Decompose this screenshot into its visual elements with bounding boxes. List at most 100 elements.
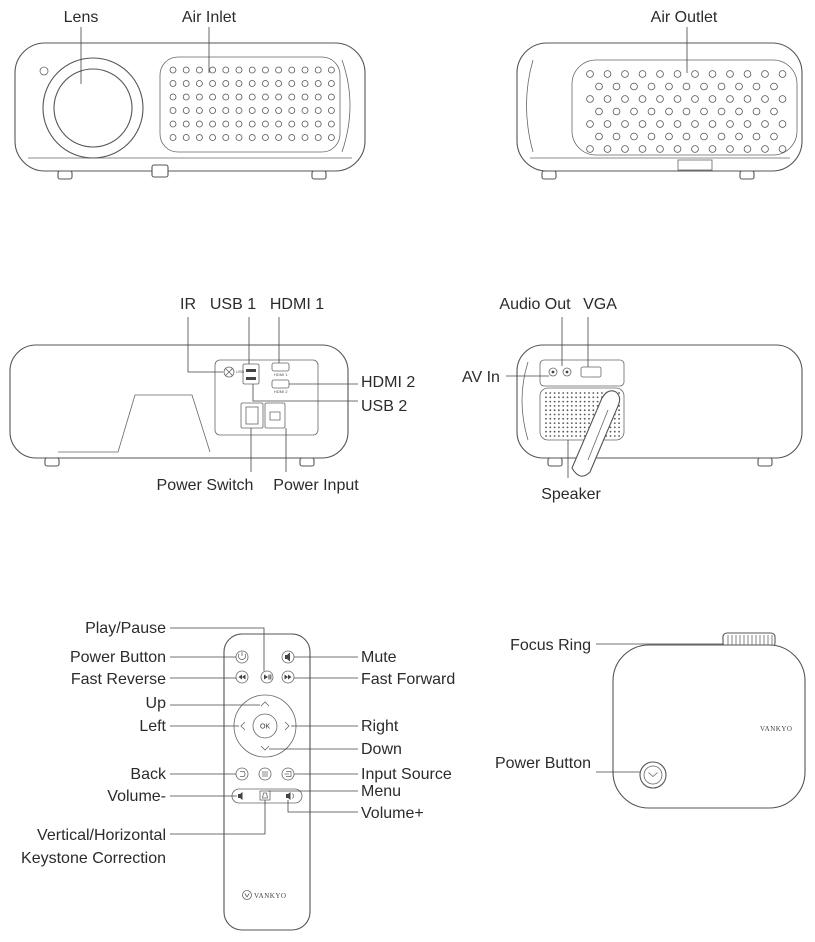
up-arrow-icon[interactable] — [260, 701, 270, 707]
speaker-hole — [618, 422, 620, 424]
vent-hole — [708, 95, 717, 103]
audio-out-jack — [562, 367, 572, 377]
speaker-hole — [588, 405, 590, 407]
ir-receiver-mark — [225, 368, 233, 376]
speaker-hole — [549, 405, 552, 407]
vent-hole — [691, 120, 699, 128]
label-mute: Mute — [361, 649, 397, 666]
vent-hole — [209, 66, 217, 74]
vent-hole — [301, 80, 309, 87]
label-volume-plus: Volume+ — [361, 805, 424, 822]
speaker-hole — [545, 430, 547, 433]
vent-hole — [169, 93, 177, 101]
vent-hole — [647, 82, 656, 91]
rear-foot-right — [299, 457, 315, 467]
speaker-hole — [549, 435, 552, 437]
usb-port-2-slot — [246, 377, 256, 380]
av-in-jack-hole — [551, 370, 555, 374]
vent-hole — [743, 120, 752, 128]
vent-hole — [630, 82, 638, 91]
vent-hole — [595, 107, 603, 116]
speaker-hole — [588, 396, 590, 399]
vent-hole — [630, 107, 638, 116]
vent-hole — [647, 132, 656, 141]
vent-hole — [248, 80, 256, 87]
vga-port — [580, 366, 602, 378]
left-arrow-icon[interactable] — [240, 721, 246, 731]
speaker-hole — [558, 435, 560, 437]
speaker-hole — [583, 400, 586, 403]
speaker-hole — [553, 413, 556, 416]
label-power-switch: Power Switch — [157, 477, 254, 494]
side-foot-left — [541, 170, 557, 180]
front-ir-sensor — [39, 66, 49, 76]
speaker-hole — [583, 413, 586, 416]
fast-reverse-glyph — [238, 674, 246, 680]
label-hdmi2: HDMI 2 — [361, 374, 415, 391]
vent-hole — [586, 120, 594, 128]
speaker-hole — [579, 392, 582, 394]
play-glyph — [264, 674, 268, 680]
speaker-hole — [583, 392, 586, 394]
volume-minus-icon[interactable] — [238, 792, 243, 800]
vent-hole — [275, 120, 283, 128]
right-arrow-icon[interactable] — [284, 721, 290, 731]
vent-hole — [327, 120, 335, 128]
speaker-hole — [570, 435, 573, 437]
speaker-hole — [613, 435, 616, 437]
speaker-hole — [545, 405, 547, 407]
ok-button[interactable] — [252, 713, 278, 739]
speaker-hole — [558, 430, 560, 433]
speaker-hole — [558, 409, 560, 412]
label-air-inlet: Air Inlet — [182, 9, 237, 26]
fast-forward-glyph — [284, 674, 292, 680]
label-keystone-line2: Keystone Correction — [21, 850, 166, 867]
speaker-hole — [549, 409, 552, 412]
side-body — [516, 42, 803, 172]
vent-hole — [665, 107, 673, 116]
play-pause-icon[interactable] — [260, 670, 274, 684]
vent-hole — [691, 70, 699, 78]
vent-hole — [222, 107, 230, 114]
vent-hole — [182, 107, 190, 114]
speaker-hole — [570, 413, 573, 416]
vent-hole — [301, 66, 309, 74]
volume-plus-icon[interactable] — [286, 792, 291, 800]
front-side-curve — [341, 59, 351, 153]
speaker-grille — [539, 387, 625, 441]
fast-forward-icon[interactable] — [281, 670, 295, 684]
vent-hole — [717, 132, 726, 141]
speaker-hole — [562, 392, 565, 394]
vent-hole — [222, 134, 230, 141]
vent-hole — [275, 107, 283, 114]
vent-hole — [195, 120, 203, 128]
vent-hole — [621, 95, 629, 103]
speaker-hole — [579, 405, 582, 407]
speaker-hole — [570, 400, 573, 403]
speaker-hole — [549, 413, 552, 416]
speaker-hole — [618, 409, 620, 412]
down-arrow-icon[interactable] — [260, 745, 270, 751]
vent-hole — [275, 80, 283, 87]
vent-hole — [248, 120, 256, 128]
input-source-glyph — [284, 771, 292, 777]
speaker-hole — [592, 396, 595, 399]
speaker-hole — [613, 417, 616, 420]
vent-hole — [778, 95, 787, 103]
speaker-hole — [575, 435, 577, 437]
vent-hole — [656, 70, 664, 78]
hdmi2-tiny-label: HDMI 2 — [274, 389, 288, 394]
vent-hole — [595, 132, 603, 141]
menu-icon[interactable] — [258, 767, 272, 781]
power-input-pins — [269, 411, 281, 421]
vent-hole — [209, 80, 217, 87]
speaker-hole — [566, 396, 569, 399]
hdmi-port-1 — [271, 362, 290, 372]
speaker-hole — [549, 392, 552, 394]
vent-hole — [743, 95, 752, 103]
speaker-hole — [549, 396, 552, 399]
fast-reverse-icon[interactable] — [235, 670, 249, 684]
vent-hole — [735, 82, 743, 91]
